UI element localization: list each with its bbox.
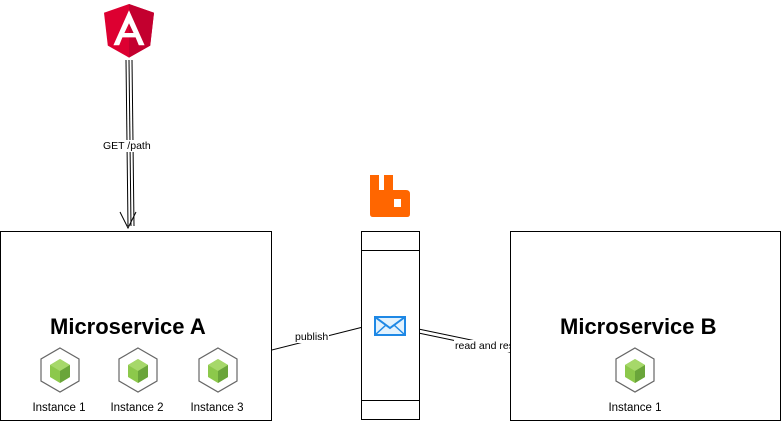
- queue-top-divider: [362, 250, 419, 251]
- nodejs-hexagon-icon: [198, 347, 238, 393]
- get-edge-label: GET /path: [102, 140, 152, 152]
- envelope-icon: [374, 316, 406, 336]
- instance-label: Instance 2: [110, 402, 164, 414]
- instance-label: Instance 3: [190, 402, 244, 414]
- instance-label: Instance 1: [608, 402, 662, 414]
- nodejs-hexagon-icon: [40, 347, 80, 393]
- instance-label: Instance 1: [32, 402, 86, 414]
- nodejs-hexagon-icon: [118, 347, 158, 393]
- queue-bottom-divider: [362, 400, 419, 401]
- microservice-a-title: Microservice A: [50, 314, 206, 339]
- publish-edge-label: publish: [294, 331, 330, 343]
- rabbitmq-logo-icon: [370, 175, 410, 217]
- angular-logo-icon: [104, 4, 154, 58]
- nodejs-hexagon-icon: [615, 347, 655, 393]
- microservice-b-title: Microservice B: [560, 314, 717, 339]
- microservice-b-box: Microservice B: [510, 231, 781, 421]
